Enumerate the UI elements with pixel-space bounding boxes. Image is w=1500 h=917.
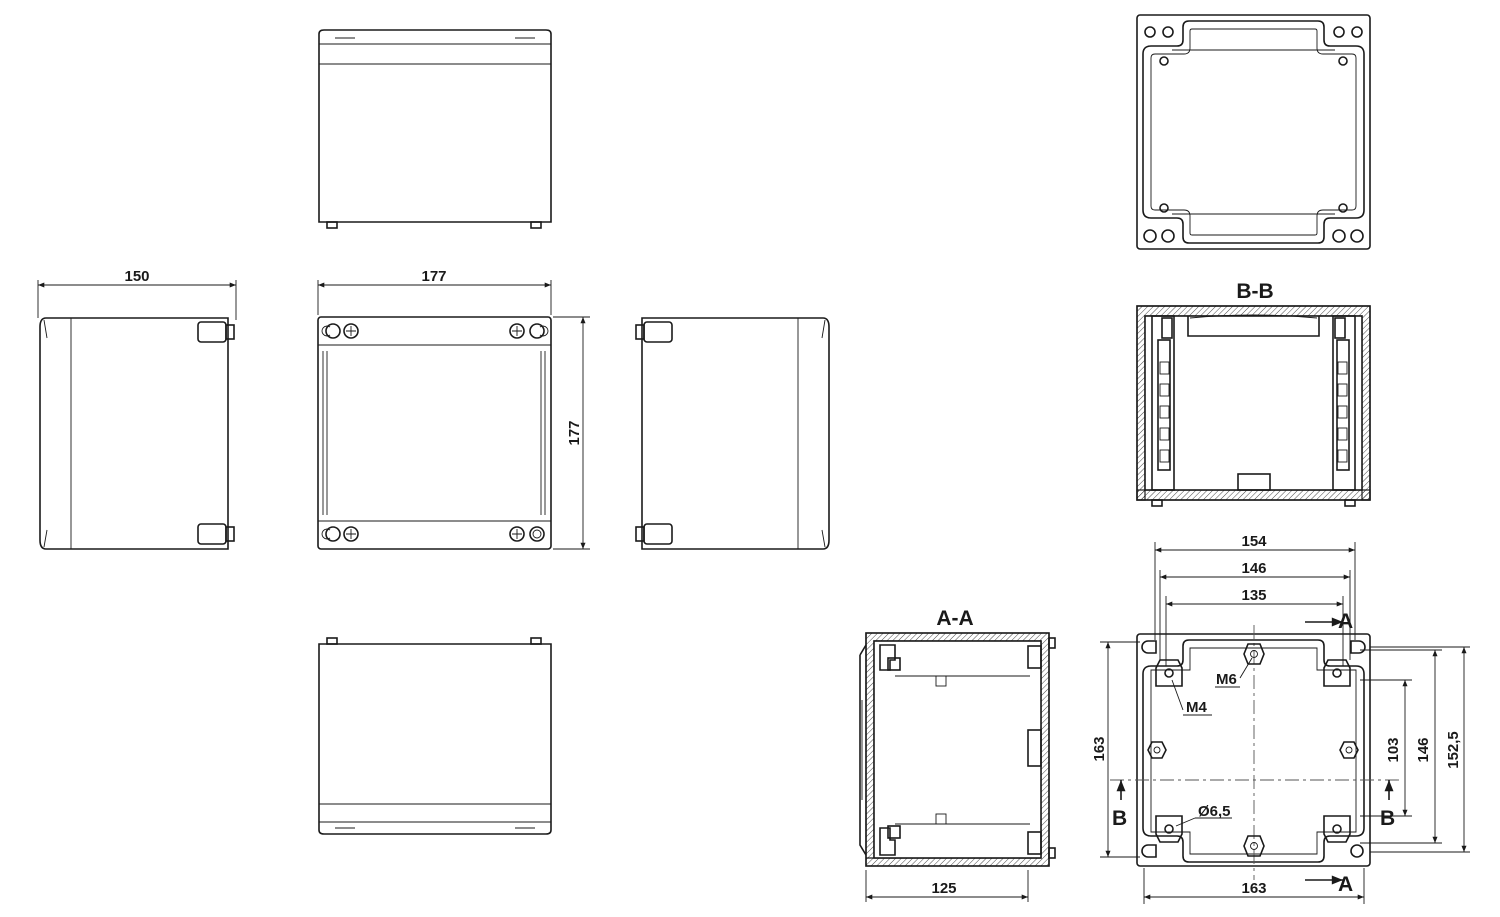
section-title-bb: B-B — [1236, 280, 1273, 303]
dim-label-103: 103 — [1385, 737, 1402, 762]
section-marker-a-top: A — [1338, 610, 1353, 633]
dim-146-h: 146 — [1159, 560, 1351, 660]
section-aa-view — [859, 632, 1056, 867]
dim-front-height: 177 — [553, 316, 590, 550]
dim-label-154: 154 — [1241, 533, 1267, 550]
dim-label-135: 135 — [1241, 587, 1266, 604]
callout-m4: M4 — [1186, 699, 1207, 716]
bottom-view — [318, 637, 552, 835]
right-side-view — [635, 317, 830, 550]
dim-135: 135 — [1165, 587, 1344, 666]
section-markers: A A B B — [1112, 610, 1395, 896]
section-title-aa: A-A — [936, 607, 973, 630]
dim-154: 154 — [1154, 533, 1356, 640]
dim-163-v: 163 — [1091, 641, 1140, 858]
dim-label-146-vertical: 146 — [1415, 737, 1432, 762]
section-marker-b-right: B — [1380, 807, 1395, 830]
top-view — [318, 29, 552, 229]
dim-label-163-vertical: 163 — [1091, 736, 1108, 761]
dim-label-152-5: 152,5 — [1445, 731, 1462, 769]
callout-m6: M6 — [1216, 671, 1237, 688]
dim-front-width: 177 — [317, 268, 552, 315]
section-marker-b-left: B — [1112, 807, 1127, 830]
callout-d65: Ø6,5 — [1198, 803, 1231, 820]
dim-1525: 152,5 — [1370, 646, 1470, 853]
hex-boss-icon — [1147, 643, 1359, 857]
clamp-icon — [1155, 659, 1351, 843]
section-bb-view — [1136, 305, 1371, 507]
section-marker-a-bottom: A — [1338, 873, 1353, 896]
dim-label-163-horizontal: 163 — [1241, 880, 1266, 897]
front-view — [317, 316, 552, 550]
dim-label-125: 125 — [931, 880, 956, 897]
screw-icon — [321, 323, 549, 542]
lid-frame-view — [1136, 14, 1371, 250]
dim-label-177-width: 177 — [421, 268, 446, 285]
dim-103: 103 — [1360, 679, 1412, 817]
dim-163-h: 163 — [1143, 868, 1365, 904]
mounting-view: M6 M4 Ø6,5 — [1110, 625, 1400, 880]
dim-146-v: 146 — [1360, 649, 1442, 844]
dim-label-177-height: 177 — [566, 420, 583, 445]
dim-side-depth: 150 — [37, 268, 237, 320]
left-side-view — [39, 317, 235, 550]
dim-label-150: 150 — [124, 268, 149, 285]
dim-label-146-horizontal: 146 — [1241, 560, 1266, 577]
dim-aa-125: 125 — [865, 870, 1029, 902]
